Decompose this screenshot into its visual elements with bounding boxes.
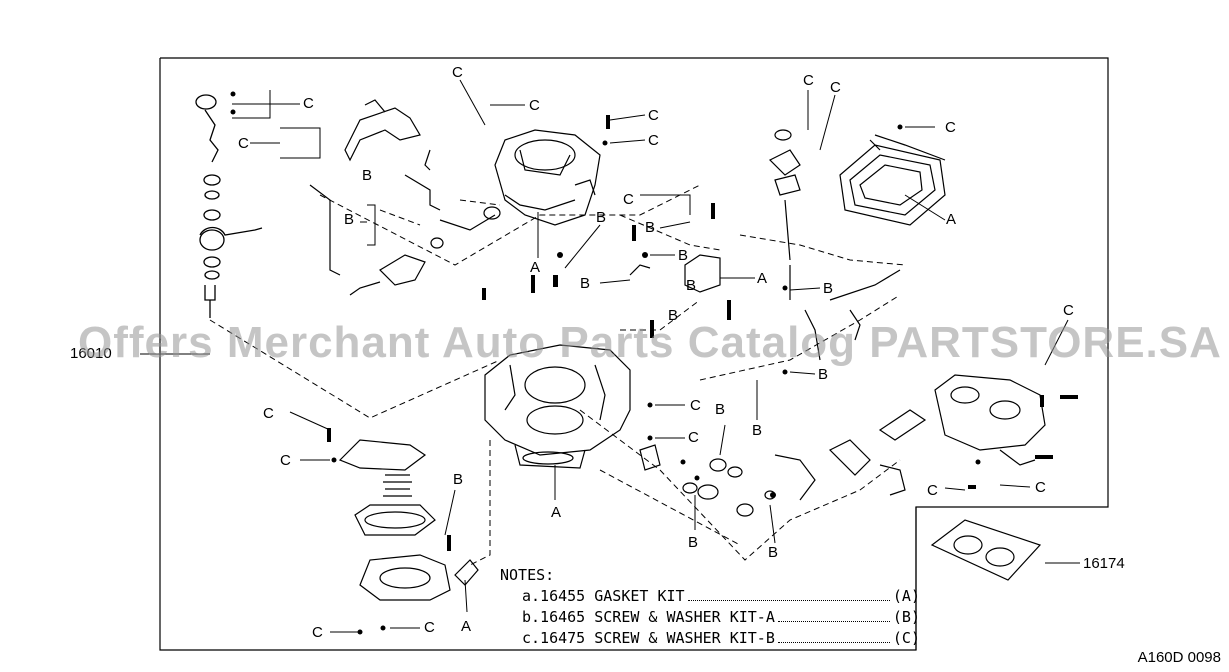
callout-b: B [668, 307, 679, 324]
main-body [484, 344, 631, 469]
callout-c: C [529, 97, 540, 114]
callout-a: A [461, 618, 472, 635]
callout-b: B [362, 167, 373, 184]
callout-a: A [530, 259, 541, 276]
note-text: b.16465 SCREW & WASHER KIT-A [522, 608, 775, 626]
callout-c: C [280, 452, 291, 469]
note-text: c.16475 SCREW & WASHER KIT-B [522, 629, 775, 647]
callout-b: B [688, 534, 699, 551]
note-item: a.16455 GASKET KIT (A) [500, 586, 920, 607]
note-item: b.16465 SCREW & WASHER KIT-A (B) [500, 607, 920, 628]
linkage-left [195, 94, 263, 318]
callout-c: C [690, 397, 701, 414]
callout-c: C [312, 624, 323, 641]
callout-a: A [946, 211, 957, 228]
throttle-body [774, 374, 1046, 501]
callout-b: B [645, 219, 656, 236]
callout-c: C [1035, 479, 1046, 496]
callout-b: B [678, 247, 689, 264]
leader-dots [777, 607, 890, 622]
pump-parts [629, 129, 901, 361]
callout-b: B [344, 211, 355, 228]
note-ref: (C) [892, 629, 920, 647]
diaphragm-assembly [338, 439, 479, 601]
note-item: c.16475 SCREW & WASHER KIT-B (C) [500, 628, 920, 649]
callout-b: B [752, 422, 763, 439]
callout-b: B [768, 544, 779, 561]
callout-c: C [238, 135, 249, 152]
note-ref: (A) [892, 587, 920, 605]
callout-b: B [686, 277, 697, 294]
air-horn [494, 129, 601, 226]
callout-c: C [688, 429, 699, 446]
float-cover [839, 134, 946, 226]
callout-c: C [945, 119, 956, 136]
leader-dots [777, 628, 890, 643]
callout-b: B [453, 471, 464, 488]
washer-set [639, 444, 776, 517]
callout-b: B [715, 401, 726, 418]
callout-c: C [1063, 302, 1074, 319]
callout-c: C [648, 132, 659, 149]
gasket-16174 [930, 519, 1042, 581]
part-number-assembly[interactable]: 16010 [70, 345, 112, 362]
callout-a: A [551, 504, 562, 521]
callout-c: C [452, 64, 463, 81]
callout-c: C [803, 72, 814, 89]
callout-b: B [818, 366, 829, 383]
callout-c: C [648, 107, 659, 124]
note-ref: (B) [892, 608, 920, 626]
callout-c: C [927, 482, 938, 499]
callout-b: B [580, 275, 591, 292]
callout-b: B [596, 209, 607, 226]
callout-c: C [263, 405, 274, 422]
callout-c: C [623, 191, 634, 208]
callout-c: C [424, 619, 435, 636]
choke-bracket [309, 99, 501, 296]
part-number-gasket[interactable]: 16174 [1083, 555, 1125, 572]
notes-heading: NOTES: [500, 566, 555, 584]
leader-dots [687, 586, 890, 601]
figure-code: A160D 0098 [1137, 649, 1221, 666]
note-text: a.16455 GASKET KIT [522, 587, 685, 605]
callout-b: B [823, 280, 834, 297]
callout-c: C [830, 79, 841, 96]
notes-block: NOTES: a.16455 GASKET KIT (A) b.16465 SC… [500, 565, 920, 649]
callout-c: C [303, 95, 314, 112]
callout-a: A [757, 270, 768, 287]
